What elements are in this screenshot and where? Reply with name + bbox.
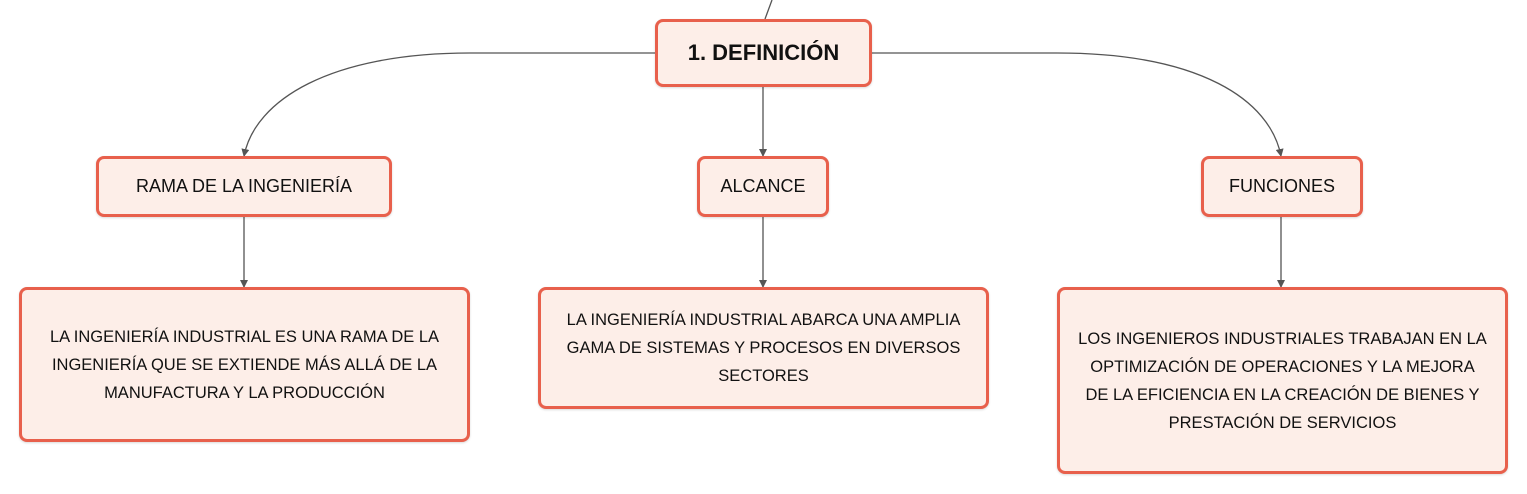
detail-node-rama[interactable]: LA INGENIERÍA INDUSTRIAL ES UNA RAMA DE …: [19, 287, 470, 442]
detail-text-funciones: LOS INGENIEROS INDUSTRIALES TRABAJAN EN …: [1078, 329, 1487, 432]
branch-label-rama: RAMA DE LA INGENIERÍA: [135, 176, 353, 196]
connector-root-funciones: [872, 52, 1284, 157]
connector-root-rama: [241, 52, 655, 157]
root-node-label: 1. DEFINICIÓN: [687, 40, 840, 65]
branch-node-rama[interactable]: RAMA DE LA INGENIERÍA: [96, 156, 392, 217]
branch-node-alcance[interactable]: ALCANCE: [697, 156, 829, 217]
root-node[interactable]: 1. DEFINICIÓN: [655, 19, 872, 87]
branch-node-funciones[interactable]: FUNCIONES: [1201, 156, 1363, 217]
detail-text-rama: LA INGENIERÍA INDUSTRIAL ES UNA RAMA DE …: [49, 327, 440, 402]
detail-node-alcance[interactable]: LA INGENIERÍA INDUSTRIAL ABARCA UNA AMPL…: [538, 287, 989, 409]
branch-label-alcance: ALCANCE: [720, 176, 806, 196]
detail-text-alcance: LA INGENIERÍA INDUSTRIAL ABARCA UNA AMPL…: [566, 311, 961, 385]
incoming-connector: [764, 0, 773, 20]
detail-node-funciones[interactable]: LOS INGENIEROS INDUSTRIALES TRABAJAN EN …: [1057, 287, 1508, 474]
branch-label-funciones: FUNCIONES: [1228, 176, 1335, 196]
